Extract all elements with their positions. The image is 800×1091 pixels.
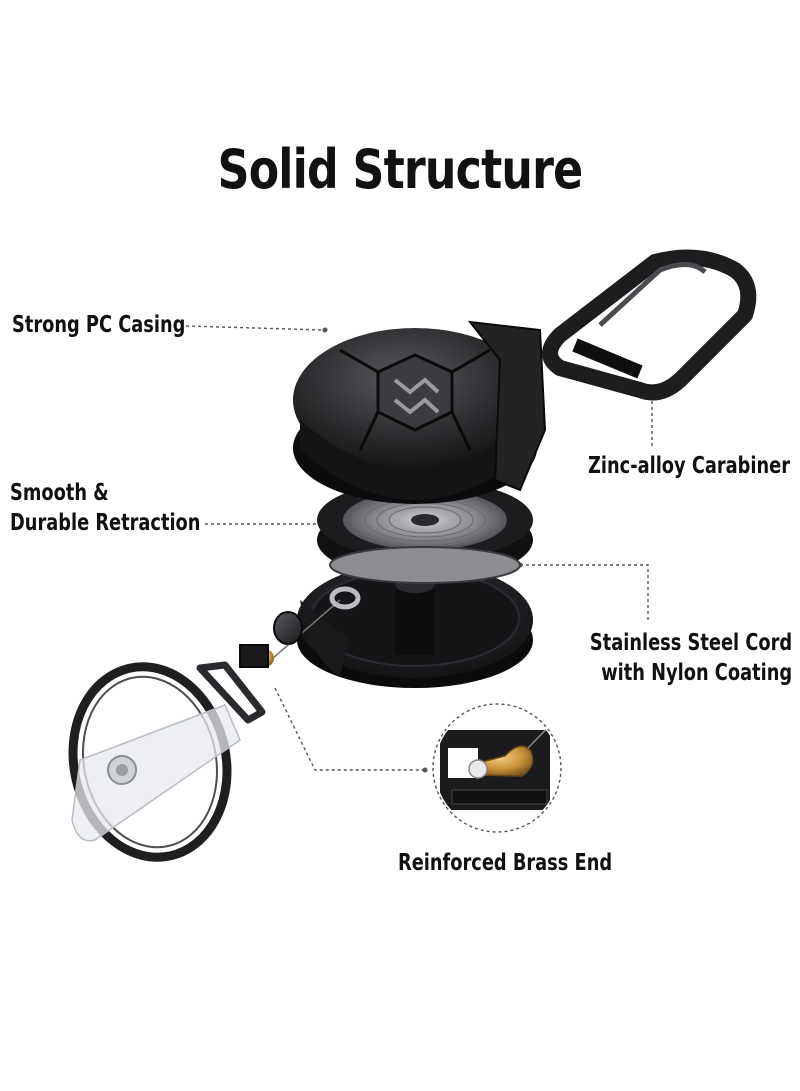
- triangle-link: [196, 661, 266, 724]
- carabiner: [542, 249, 757, 401]
- small-parts: [239, 586, 361, 668]
- label-steel-cord: Stainless Steel Cord with Nylon Coating: [590, 628, 792, 688]
- label-brass-end: Reinforced Brass End: [398, 850, 613, 876]
- label-smooth-retraction: Smooth & Durable Retraction: [10, 478, 200, 538]
- page-title: Solid Structure: [217, 138, 584, 201]
- leader-casing: [185, 325, 326, 331]
- leader-lines: [185, 325, 653, 771]
- label-steel-cord-line1: Stainless Steel Cord: [589, 630, 792, 656]
- clear-strap: [71, 704, 241, 842]
- cord-clamp: [239, 644, 269, 668]
- spacer: [273, 611, 303, 645]
- label-pc-casing: Strong PC Casing: [12, 312, 186, 338]
- washer: [329, 586, 361, 610]
- leader-brass: [274, 687, 425, 771]
- spool: [317, 480, 533, 584]
- label-smooth-retraction-line2: Durable Retraction: [10, 510, 201, 536]
- label-steel-cord-line2: with Nylon Coating: [601, 660, 792, 686]
- label-carabiner: Zinc-alloy Carabiner: [588, 453, 791, 479]
- top-casing: [293, 320, 547, 504]
- label-smooth-retraction-line1: Smooth &: [10, 480, 109, 506]
- leader-cord: [520, 564, 649, 622]
- brass-end-detail: [432, 703, 562, 833]
